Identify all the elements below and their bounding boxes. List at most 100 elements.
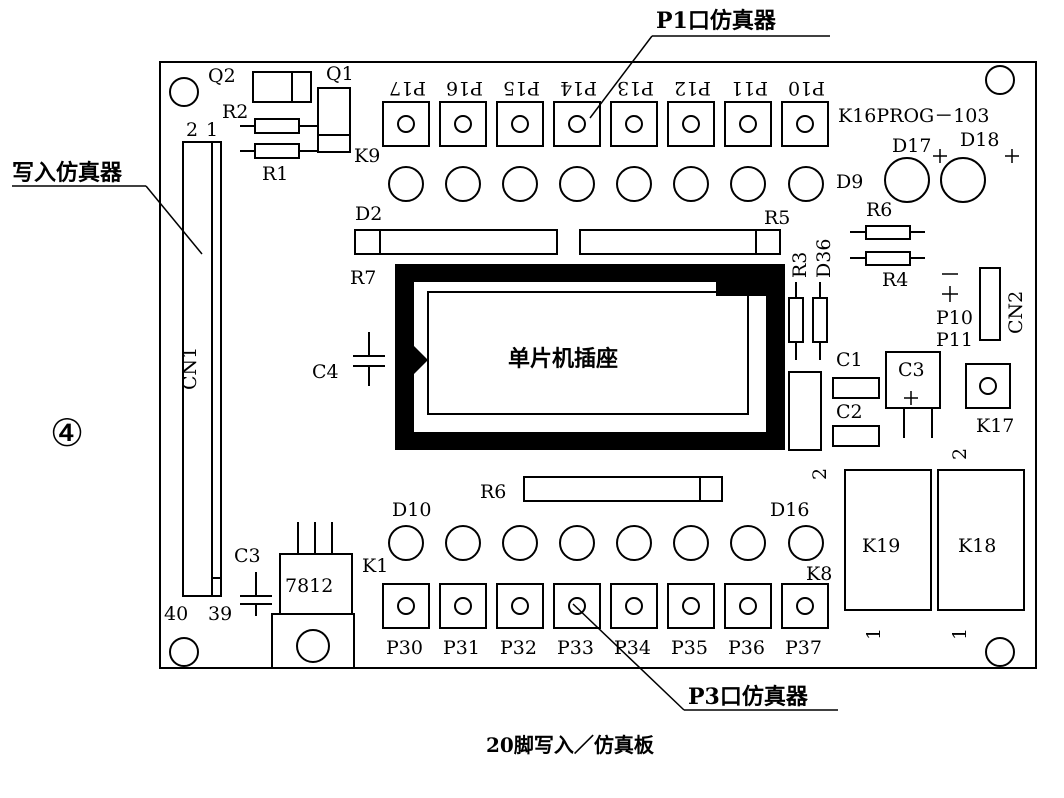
r5-resistor-network: [579, 229, 781, 255]
cn1-connector: [182, 141, 222, 597]
label-r4: R4: [882, 269, 908, 291]
cn1-pin-40: 40: [164, 603, 188, 625]
label-k19-pin1: 1: [863, 628, 885, 640]
p1-pin-label: P14: [560, 77, 597, 99]
figure-caption: 20脚写入／仿真板: [486, 733, 655, 757]
mounting-hole-bottom-right: [985, 637, 1015, 667]
p3-pin-label: P34: [614, 637, 651, 659]
r4-resistor: [850, 251, 925, 266]
label-r3: R3: [789, 252, 811, 278]
mounting-hole-bottom-left: [169, 637, 199, 667]
label-cn2: CN2: [1005, 291, 1027, 334]
label-p11: P11: [936, 329, 973, 351]
mounting-hole-top-left: [169, 77, 199, 107]
p1-pin-label: P13: [617, 77, 654, 99]
label-d18: D18: [960, 129, 999, 151]
label-regulator: 7812: [285, 575, 333, 597]
p3-pin-label: P36: [728, 637, 765, 659]
label-r5: R5: [764, 207, 790, 229]
label-q1: Q1: [326, 63, 354, 85]
c2-capacitor: [832, 425, 880, 447]
p1-pin-label: P16: [446, 77, 483, 99]
label-d10: D10: [392, 499, 431, 521]
board-outline: [159, 61, 1037, 669]
label-k18-pin2: 2: [949, 448, 971, 460]
p3-pin-label: P33: [557, 637, 594, 659]
label-c3-right: C3: [898, 359, 925, 381]
label-d16: D16: [770, 499, 809, 521]
q1-transistor: [317, 87, 351, 153]
callout-p3-emulator: P3口仿真器: [688, 684, 809, 710]
p3-pin-label: P31: [443, 637, 480, 659]
label-r6-bottom: R6: [480, 481, 506, 503]
label-c4: C4: [312, 361, 339, 383]
label-d2: D2: [355, 203, 382, 225]
p3-pin-label: P37: [785, 637, 822, 659]
p3-pin-label: P30: [386, 637, 423, 659]
d18-led: [940, 157, 986, 203]
label-r6-top: R6: [866, 199, 892, 221]
r6-resistor-top: [850, 225, 925, 240]
q2-transistor: [252, 71, 312, 103]
label-cn1: CN1: [179, 347, 201, 390]
chip-socket: [427, 276, 749, 415]
r6-resistor-network-bottom: [523, 476, 723, 502]
label-d17: D17: [892, 135, 931, 157]
p3-pin-label: P35: [671, 637, 708, 659]
label-c1: C1: [836, 349, 863, 371]
k18-relay: [937, 469, 1025, 611]
label-q2: Q2: [208, 65, 236, 87]
unlabeled-block: [788, 371, 822, 451]
cn1-pin-39: 39: [208, 603, 232, 625]
top-led-row: [388, 166, 824, 202]
bottom-led-row: [388, 525, 824, 561]
p3-switch-row: [382, 583, 829, 629]
cn2-connector: [979, 267, 1001, 341]
callout-leaders: [12, 35, 838, 711]
c4-capacitor: [353, 332, 385, 386]
k19-relay: [844, 469, 932, 611]
cn1-pin-1: 1: [206, 119, 218, 141]
callout-p1-emulator: P1口仿真器: [656, 8, 777, 34]
r3-resistor: [788, 282, 804, 360]
r1-resistor: [240, 143, 318, 159]
p1-pin-label: P11: [731, 77, 768, 99]
c3-left-capacitor: [240, 572, 272, 616]
label-p10: P10: [936, 307, 973, 329]
label-d9: D9: [836, 171, 863, 193]
p1-switch-row: [382, 101, 829, 147]
label-k19: K19: [862, 535, 900, 557]
p1-pin-label: P17: [389, 77, 426, 99]
cn1-pin-2: 2: [186, 119, 198, 141]
label-k18: K18: [958, 535, 996, 557]
p1-pin-label: P15: [503, 77, 540, 99]
label-board-id: K16PROG－103: [838, 105, 989, 127]
label-d36: D36: [813, 239, 835, 278]
regulator-7812: [271, 522, 355, 669]
plus-marks: [904, 149, 1019, 405]
figure-number: ④: [50, 411, 84, 455]
label-c2: C2: [836, 401, 863, 423]
r2-resistor: [240, 118, 318, 134]
label-k17: K17: [976, 415, 1014, 437]
d36-diode: [812, 282, 828, 360]
label-c3-left: C3: [234, 545, 261, 567]
p3-pin-label: P32: [500, 637, 537, 659]
label-r7: R7: [350, 267, 376, 289]
p1-pin-label: P12: [674, 77, 711, 99]
label-k8: K8: [806, 563, 832, 585]
label-r2: R2: [222, 101, 248, 123]
c1-capacitor: [832, 377, 880, 399]
label-k9: K9: [354, 145, 380, 167]
chip-socket-label: 单片机插座: [508, 346, 618, 372]
label-k18-pin1: 1: [949, 628, 971, 640]
label-r1: R1: [262, 163, 288, 185]
label-k19-pin2: 2: [809, 468, 831, 480]
k17-switch: [965, 363, 1011, 409]
d2-resistor-network: [354, 229, 558, 255]
d17-led: [884, 157, 930, 203]
mounting-hole-top-right: [985, 65, 1015, 95]
callout-write-emulator: 写入仿真器: [12, 160, 123, 186]
